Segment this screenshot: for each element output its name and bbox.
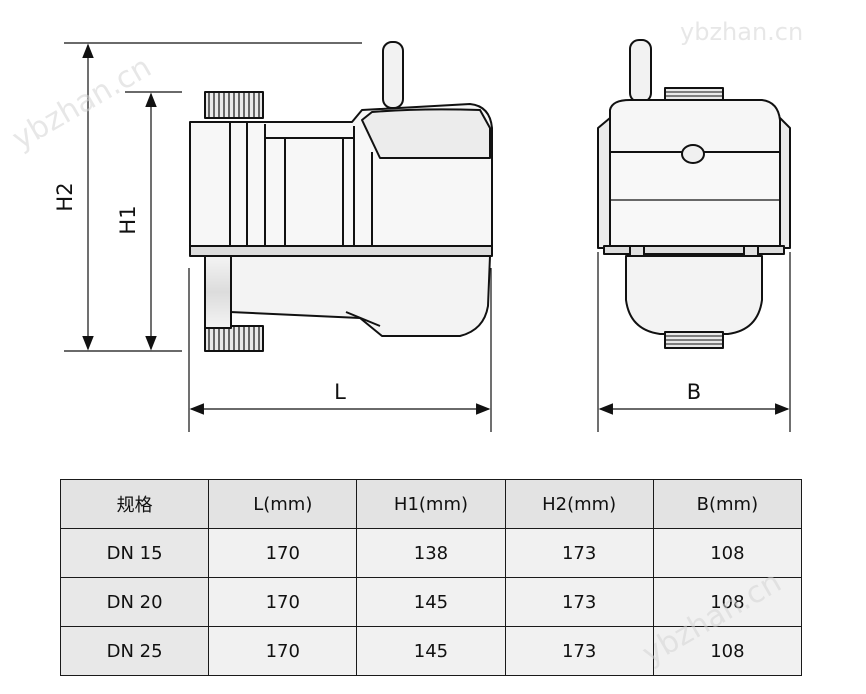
cell-l: 170 [208,626,358,676]
header-spec: 规格 [59,479,210,529]
cell-h1: 145 [356,577,506,627]
bottom-thread-side [204,325,264,352]
header-b: B(mm) [652,479,803,529]
header-h1: H1(mm) [356,479,506,529]
header-h2: H2(mm) [504,479,654,529]
table-header-row: 规格 L(mm) H1(mm) H2(mm) B(mm) [59,479,803,529]
cell-l: 170 [208,577,358,627]
meter-front-view [597,39,791,349]
cell-h2: 173 [504,626,654,676]
table-row: DN 20 170 145 173 108 [59,577,803,627]
cell-b: 108 [652,626,803,676]
antenna-front [629,39,652,103]
lower-bowl-side [211,255,491,337]
h2-label: H2 [53,182,77,211]
meter-side-view [189,41,493,352]
cell-l: 170 [208,528,358,578]
lower-bowl-front [625,255,763,335]
cell-b: 108 [652,577,803,627]
top-thread-side [204,91,264,119]
h1-label: H1 [116,205,140,234]
cell-h1: 145 [356,626,506,676]
bottom-thread-front [664,331,724,349]
antenna-side [382,41,404,109]
table-row: DN 25 170 145 173 108 [59,626,803,676]
row-spec: DN 20 [59,577,210,627]
pipe-side [204,255,232,329]
cell-h2: 173 [504,528,654,578]
row-spec: DN 15 [59,528,210,578]
header-l: L(mm) [208,479,358,529]
row-spec: DN 25 [59,626,210,676]
l-label: L [334,380,346,404]
b-label: B [687,380,701,404]
spec-table: 规格 L(mm) H1(mm) H2(mm) B(mm) DN 15 170 1… [59,479,803,676]
cell-h1: 138 [356,528,506,578]
cell-h2: 173 [504,577,654,627]
dimension-drawing: H2 H1 L B [53,39,791,432]
table-row: DN 15 170 138 173 108 [59,528,803,578]
cell-b: 108 [652,528,803,578]
dimension-lines [64,42,791,432]
